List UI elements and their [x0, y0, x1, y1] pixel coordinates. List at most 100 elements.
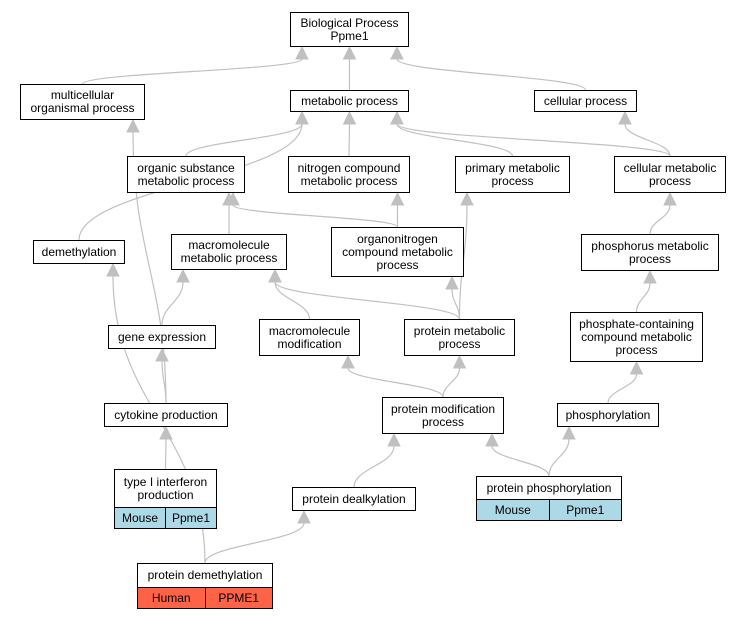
annotation-species: Mouse	[121, 511, 159, 525]
arrowhead	[390, 191, 405, 206]
node-biological-process: Biological Process Ppme1	[290, 12, 409, 47]
arrowhead	[485, 432, 499, 447]
arrowhead	[341, 354, 355, 369]
node-label: phosphorylation	[565, 407, 651, 422]
annotation-gene: Ppme1	[165, 508, 216, 528]
node-metabolic-process: metabolic process	[290, 90, 409, 112]
edge-protein_dealkylation-to-protein_modification	[353, 445, 395, 488]
node-protein-metabolic-process: protein metabolic process	[404, 319, 515, 356]
arrowhead	[562, 425, 576, 440]
node-label: demethylation	[41, 244, 117, 259]
edge-protein_metabolic-to-organonitrogen	[451, 288, 461, 320]
node-label: macromolecule metabolic process	[180, 238, 278, 265]
edge-organonitrogen-to-organic_substance	[232, 204, 399, 228]
node-label: protein metabolic process	[413, 323, 506, 351]
arrowhead	[618, 110, 632, 125]
annotation-row: Human PPME1	[138, 587, 272, 608]
node-organic-substance-metabolic-process: organic substance metabolic process	[127, 156, 245, 193]
arrowhead	[159, 425, 173, 440]
node-gene-expression: gene expression	[108, 325, 216, 349]
node-cellular-metabolic-process: cellular metabolic process	[614, 156, 726, 193]
edge-phosphorylation-to-phosphate_containing	[607, 373, 638, 404]
arrowhead	[268, 268, 282, 283]
arrowhead	[390, 45, 404, 60]
arrowhead	[106, 262, 120, 277]
node-organonitrogen-compound-metabolic-process: organonitrogen compound metabolic proces…	[331, 227, 464, 277]
edge-cellular-to-root	[396, 58, 587, 91]
edge-protein_modification-to-macromolecule_modification	[347, 367, 444, 398]
arrowhead	[226, 191, 240, 206]
arrowhead	[295, 45, 309, 60]
node-label: protein dealkylation	[302, 491, 406, 506]
edge-primary_metabolic-to-metabolic	[396, 123, 514, 157]
arrowhead	[342, 110, 357, 125]
node-primary-metabolic-process: primary metabolic process	[455, 156, 570, 193]
node-protein-phosphorylation: protein phosphorylation Mouse Ppme1	[476, 476, 622, 521]
node-label: primary metabolic process	[465, 160, 560, 188]
node-label: protein modification process	[390, 401, 496, 429]
edge-organic_substance-to-metabolic	[185, 123, 303, 157]
annotation-row: Mouse Ppme1	[115, 507, 216, 528]
node-protein-dealkylation: protein dealkylation	[292, 487, 416, 511]
node-label: cytokine production	[114, 407, 218, 422]
edge-protein_phosphorylation-to-protein_modification	[491, 445, 550, 477]
arrowhead	[663, 191, 677, 206]
node-macromolecule-modification: macromolecule modification	[259, 319, 360, 356]
node-label: organic substance metabolic process	[137, 160, 235, 188]
edge-macromolecule_modification-to-macromolecule_metabolic	[274, 281, 311, 320]
node-label: protein phosphorylation	[486, 480, 612, 495]
edge-type1_interferon-to-cytokine_production	[164, 438, 167, 470]
arrowhead	[390, 110, 404, 125]
node-protein-demethylation: protein demethylation Human PPME1	[137, 563, 273, 609]
node-label: nitrogen compound metabolic process	[297, 160, 401, 188]
annotation-row: Mouse Ppme1	[477, 499, 621, 520]
node-nitrogen-compound-metabolic-process: nitrogen compound metabolic process	[288, 156, 410, 193]
arrowhead	[643, 269, 657, 284]
node-phosphorus-metabolic-process: phosphorus metabolic process	[581, 234, 719, 271]
node-label: cellular process	[543, 93, 628, 108]
arrowhead	[342, 45, 357, 60]
arrowhead	[295, 110, 309, 125]
edge-cellular_metabolic-to-cellular	[624, 123, 671, 157]
node-multicellular-organismal-process: multicellular organismal process	[20, 84, 145, 120]
node-label: type I interferon production	[123, 474, 208, 502]
edge-protein_modification-to-protein_metabolic	[442, 367, 461, 398]
edge-cellular_metabolic-to-metabolic	[396, 123, 671, 157]
edge-nitrogen_compound-to-metabolic	[348, 123, 351, 157]
node-label: macromolecule modification	[268, 323, 351, 351]
arrowhead	[452, 354, 467, 369]
node-label: phosphate-containing compound metabolic …	[579, 316, 694, 357]
arrowhead	[176, 268, 190, 283]
node-label: cellular metabolic process	[623, 160, 717, 188]
arrowhead	[297, 509, 311, 524]
node-label: organonitrogen compound metabolic proces…	[342, 231, 453, 272]
node-cellular-process: cellular process	[534, 90, 637, 112]
annotation-species: Mouse	[494, 503, 531, 517]
edge-gene_expression-to-macromolecule_metabolic	[161, 281, 184, 326]
node-label: phosphorus metabolic process	[591, 238, 709, 266]
node-label: multicellular organismal process	[30, 88, 135, 115]
node-cytokine-production: cytokine production	[104, 403, 228, 427]
annotation-gene: PPME1	[204, 588, 273, 608]
edge-protein_phosphorylation-to-phosphorylation	[548, 438, 570, 477]
edge-phosphorus_metabolic-to-cellular_metabolic	[649, 204, 671, 235]
arrowhead	[460, 191, 474, 206]
arrowhead	[445, 275, 459, 290]
edge-multicellular-to-root	[81, 58, 303, 85]
arrowhead	[126, 118, 140, 133]
node-label: gene expression	[117, 329, 207, 344]
arrowhead	[387, 432, 401, 447]
node-label: Biological Process Ppme1	[300, 15, 399, 43]
node-protein-modification-process: protein modification process	[382, 397, 504, 434]
arrowhead	[155, 347, 169, 362]
node-demethylation: demethylation	[33, 240, 125, 264]
edge-protein_demethylation-to-protein_dealkylation	[204, 522, 305, 564]
node-label: protein demethylation	[147, 568, 263, 582]
node-phosphate-containing-compound-metabolic-process: phosphate-containing compound metabolic …	[570, 312, 703, 362]
arrowhead	[629, 360, 644, 375]
node-phosphorylation: phosphorylation	[557, 403, 659, 427]
annotation-gene: Ppme1	[548, 500, 622, 520]
node-label: metabolic process	[301, 93, 398, 108]
edge-protein_metabolic-to-macromolecule_metabolic	[274, 281, 461, 320]
edge-phosphate_containing-to-phosphorus_metabolic	[635, 282, 651, 313]
